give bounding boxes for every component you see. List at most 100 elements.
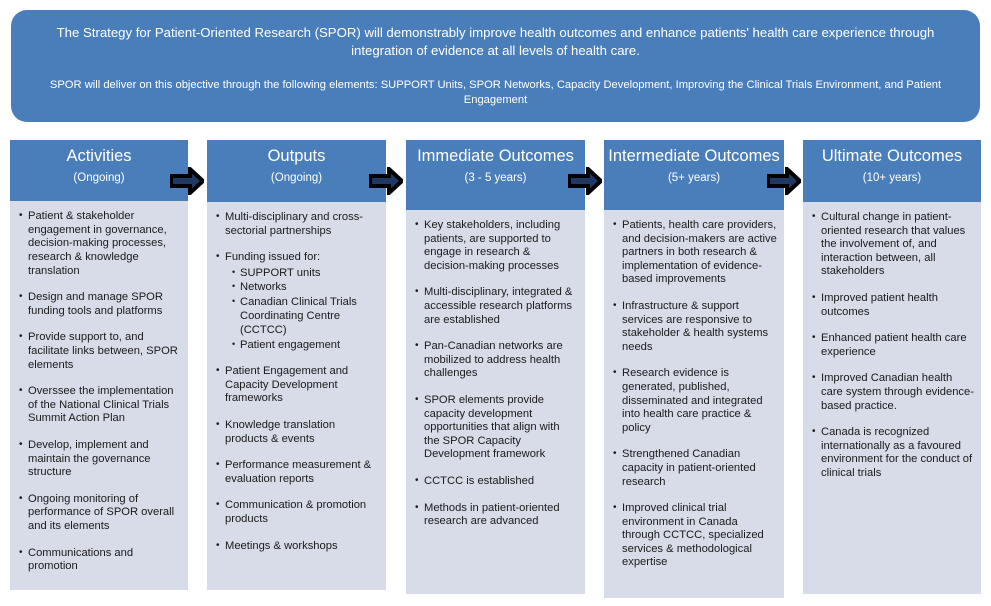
list-item-text: Improved patient health outcomes	[821, 291, 938, 318]
column-item-list: Cultural change in patient-oriented rese…	[812, 210, 974, 481]
list-item-text: Ongoing monitoring of performance of SPO…	[28, 492, 175, 532]
logic-model-column: Activities (Ongoing) Patient & stakeholder…	[10, 140, 188, 590]
list-item-text: Methods in patient-oriented research are…	[424, 501, 560, 528]
list-item-text: Pan-Canadian networks are mobilized to a…	[424, 340, 563, 380]
list-item: Patient & stakeholder engagement in gove…	[19, 209, 181, 278]
list-item: Pan-Canadian networks are mobilized to a…	[415, 339, 578, 381]
column-timeframe: (10+ years)	[862, 172, 922, 184]
list-item-text: CCTCC is established	[424, 474, 535, 487]
list-item: CCTCC is established	[415, 474, 578, 489]
list-item-text: Key stakeholders, including patients, ar…	[424, 219, 561, 272]
logic-model-column: Outputs(Ongoing) Multi-disciplinary and c…	[207, 140, 386, 590]
list-item: Ongoing monitoring of performance of SPO…	[19, 492, 181, 534]
list-item: Research evidence is generated, publishe…	[613, 366, 777, 435]
list-item-text: Communications and promotion	[28, 546, 134, 573]
list-item: Patients, health care providers, and dec…	[613, 218, 777, 287]
column-title: Immediate Outcomes	[417, 147, 574, 165]
list-item-text: Multi-disciplinary, integrated & accessi…	[424, 286, 573, 326]
list-item: Performance measurement & evaluation rep…	[216, 458, 379, 486]
list-item-text: Improved clinical trial environment in C…	[622, 502, 764, 569]
list-item: Provide support to, and facilitate links…	[19, 330, 181, 372]
list-item-text: Infrastructure & support services are re…	[622, 299, 769, 353]
list-item: Canada is recognized internationally as …	[812, 425, 974, 480]
column-header: Intermediate Outcomes (5+ years)	[604, 140, 784, 210]
list-item-text: Communication & promotion products	[225, 499, 367, 525]
banner-secondary-statement: SPOR will deliver on this objective thro…	[49, 79, 942, 106]
arrow-activities-to-outputs-icon	[169, 164, 206, 198]
list-item-text: Patients, health care providers, and dec…	[622, 219, 777, 286]
list-item-text: Multi-disciplinary and cross-sectorial p…	[225, 211, 364, 237]
list-item: Multi-disciplinary, integrated & accessi…	[415, 285, 578, 327]
list-item-text: Enhanced patient health care experience	[821, 332, 967, 358]
list-item-text: Patient Engagement and Capacity Developm…	[225, 365, 349, 405]
sub-list-item: Networks	[232, 279, 379, 294]
list-item: Methods in patient-oriented research are…	[415, 500, 578, 529]
list-item-text: Knowledge translation products & events	[225, 419, 336, 445]
list-item-text: Patient & stakeholder engagement in gove…	[28, 210, 167, 277]
list-item-text: Develop, implement and maintain the gove…	[28, 439, 151, 479]
list-item: Multi-disciplinary and cross-sectorial p…	[216, 210, 379, 238]
banner-primary-statement: The Strategy for Patient-Oriented Resear…	[56, 25, 935, 58]
list-item-text: Overssee the implementation of the Natio…	[28, 385, 174, 425]
column-timeframe: (5+ years)	[667, 172, 721, 184]
list-item: Infrastructure & support services are re…	[613, 299, 777, 354]
list-item: Improved clinical trial environment in C…	[613, 501, 777, 570]
list-item-text: Research evidence is generated, publishe…	[622, 367, 763, 434]
list-item-text: SPOR elements provide capacity developme…	[424, 393, 560, 461]
sub-list-item: Canadian Clinical Trials Coordinating Ce…	[232, 294, 379, 338]
column-header: Outputs(Ongoing)	[207, 140, 386, 202]
column-header: Activities (Ongoing)	[10, 140, 188, 202]
list-item: Overssee the implementation of the Natio…	[19, 384, 181, 426]
list-item: Design and manage SPOR funding tools and…	[19, 290, 181, 318]
list-item-text: Performance measurement & evaluation rep…	[225, 459, 372, 485]
column-item-list: Patient & stakeholder engagement in gove…	[19, 209, 181, 574]
logic-model-column: Ultimate Outcomes (10+ years) Cultural cha…	[803, 140, 981, 594]
column-body: Patient & stakeholder engagement in gove…	[10, 201, 188, 590]
list-item: SPOR elements provide capacity developme…	[415, 393, 578, 462]
strategy-banner: The Strategy for Patient-Oriented Resear…	[11, 10, 980, 122]
list-item: Key stakeholders, including patients, ar…	[415, 218, 578, 273]
list-item: Enhanced patient health care experience	[812, 331, 974, 359]
list-item: Develop, implement and maintain the gove…	[19, 438, 181, 480]
list-item: Improved Canadian health care system thr…	[812, 371, 974, 413]
list-item-text: Design and manage SPOR funding tools and…	[28, 291, 163, 317]
sub-item-list: SUPPORT unitsNetworksCanadian Clinical T…	[225, 265, 379, 352]
list-item-text: Canada is recognized internationally as …	[821, 426, 973, 479]
list-item-text: Improved Canadian health care system thr…	[821, 372, 974, 412]
column-timeframe: (Ongoing)	[73, 172, 125, 184]
column-body: Patients, health care providers, and dec…	[604, 210, 784, 598]
list-item: Meetings & workshops	[216, 539, 379, 554]
column-title: Intermediate Outcomes	[608, 147, 780, 165]
column-item-list: Multi-disciplinary and cross-sectorial p…	[216, 210, 379, 554]
column-timeframe: (3 - 5 years)	[464, 172, 527, 184]
list-item: Cultural change in patient-oriented rese…	[812, 210, 974, 279]
list-item: Strengthened Canadian capacity in patien…	[613, 447, 777, 489]
arrow-outputs-to-immediate-icon	[368, 164, 405, 198]
column-header: Ultimate Outcomes (10+ years)	[803, 140, 981, 202]
list-item: Funding issued for:SUPPORT unitsNetworks…	[216, 250, 379, 352]
sub-list-item: Patient engagement	[232, 337, 379, 352]
column-body: Key stakeholders, including patients, ar…	[406, 210, 585, 594]
list-item-text: Cultural change in patient-oriented rese…	[821, 211, 966, 278]
logic-model-column: Immediate Outcomes (3 - 5 years) Key stake…	[406, 140, 585, 594]
list-item: Knowledge translation products & events	[216, 418, 379, 446]
column-item-list: Key stakeholders, including patients, ar…	[415, 218, 578, 529]
column-body: Cultural change in patient-oriented rese…	[803, 202, 981, 594]
column-timeframe: (Ongoing)	[270, 172, 323, 184]
list-item-text: Meetings & workshops	[225, 539, 338, 552]
arrow-immediate-to-intermediate-icon	[567, 164, 604, 198]
list-item: Improved patient health outcomes	[812, 291, 974, 319]
column-title: Ultimate Outcomes	[821, 147, 963, 165]
list-item-text: Funding issued for:	[225, 251, 321, 264]
logic-model-column: Intermediate Outcomes (5+ years) Patients,…	[604, 140, 784, 598]
column-header: Immediate Outcomes (3 - 5 years)	[406, 140, 585, 210]
list-item-text: Provide support to, and facilitate links…	[28, 331, 178, 371]
list-item: Communications and promotion	[19, 546, 181, 574]
list-item: Communication & promotion products	[216, 498, 379, 526]
list-item: Patient Engagement and Capacity Developm…	[216, 364, 379, 406]
sub-list-item: SUPPORT units	[232, 265, 379, 280]
arrow-intermediate-to-ultimate-icon	[766, 164, 803, 198]
list-item-text: Strengthened Canadian capacity in patien…	[622, 448, 756, 488]
column-title: Activities	[66, 147, 132, 165]
column-item-list: Patients, health care providers, and dec…	[613, 218, 777, 570]
